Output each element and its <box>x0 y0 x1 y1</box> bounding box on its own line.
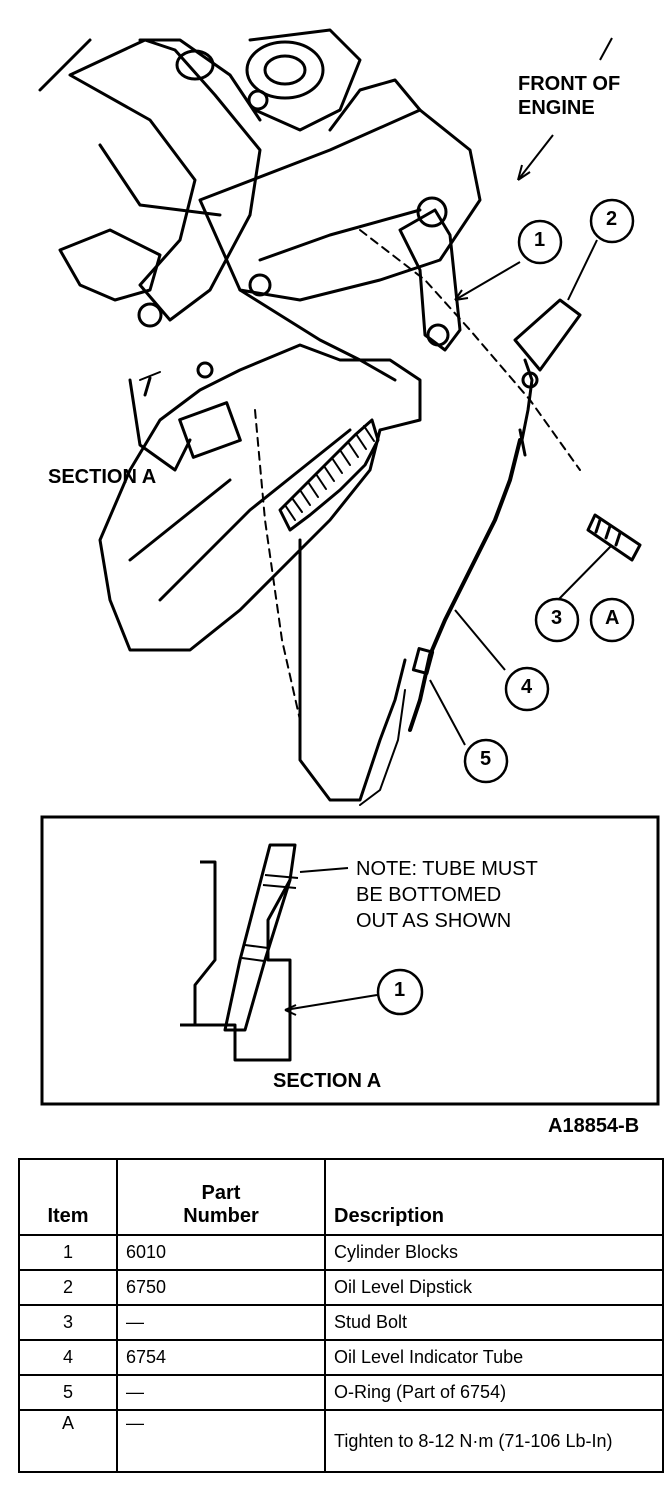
table-row: 1 6010 Cylinder Blocks <box>18 1234 664 1271</box>
inset-callout-1-circle <box>376 968 424 1016</box>
table-row: A — Tighten to 8-12 N·m (71-106 Lb-In) <box>18 1409 664 1473</box>
callout-A: A <box>605 607 620 629</box>
row-description: Oil Level Indicator Tube <box>324 1339 664 1376</box>
row-description: Cylinder Blocks <box>324 1234 664 1271</box>
inset-tube <box>223 843 297 1032</box>
row-description: O-Ring (Part of 6754) <box>324 1374 664 1411</box>
row-description: Tighten to 8-12 N·m (71-106 Lb-In) <box>324 1409 664 1473</box>
row-item: 5 <box>18 1374 118 1411</box>
front-arrow <box>517 134 554 181</box>
section-a-inset-frame <box>40 815 660 1106</box>
row-part-number: — <box>116 1409 326 1473</box>
intake-runner-2 <box>138 38 262 122</box>
tube-bracket <box>398 208 462 352</box>
callout-3: 3 <box>551 607 563 629</box>
callout-A-circle <box>589 597 635 643</box>
header-part-number-line1: Part <box>201 1182 241 1204</box>
header-description: Description <box>324 1158 664 1236</box>
callout-2: 2 <box>606 208 618 230</box>
row-part-number: — <box>116 1374 326 1411</box>
row-item: 2 <box>18 1269 118 1306</box>
inset-note: NOTE: TUBE MUST BE BOTTOMED OUT AS SHOWN <box>356 856 538 934</box>
indicator-tube <box>408 438 522 732</box>
front-of-engine-label: FRONT OF ENGINE <box>518 72 620 120</box>
callout-4-circle <box>504 666 550 712</box>
inset-note-line2: BE BOTTOMED <box>356 884 502 906</box>
o-ring <box>411 647 435 675</box>
leader-2 <box>567 239 598 301</box>
header-part-number-line2: Number <box>183 1205 259 1227</box>
row-description: Stud Bolt <box>324 1304 664 1341</box>
callout-2-circle <box>589 198 635 244</box>
front-label-line1: FRONT OF <box>518 73 621 95</box>
inset-leader-1 <box>284 994 378 1011</box>
intake-runner-1 <box>68 38 262 322</box>
dipstick-handle <box>513 298 582 372</box>
header-item: Item <box>18 1158 118 1236</box>
header-part-number: Part Number <box>116 1158 326 1236</box>
cap <box>245 40 325 100</box>
leader-3 <box>557 544 613 601</box>
figure-id: A18854-B <box>548 1115 640 1137</box>
section-a-marker <box>128 378 192 472</box>
callout-5-circle <box>463 738 509 784</box>
parts-table: Item Part Number Description 1 6010 Cyli… <box>18 1158 664 1473</box>
callout-1: 1 <box>534 229 546 251</box>
table-row: 3 — Stud Bolt <box>18 1304 664 1341</box>
callout-3-circle <box>534 597 580 643</box>
stud-bolt <box>586 513 642 562</box>
leader-1 <box>454 261 521 301</box>
callout-1-circle <box>517 219 563 265</box>
row-part-number: 6750 <box>116 1269 326 1306</box>
ring-gear <box>278 418 380 532</box>
front-label-line2: ENGINE <box>518 97 595 119</box>
callout-4: 4 <box>521 676 533 698</box>
row-part-number: — <box>116 1304 326 1341</box>
row-part-number: 6010 <box>116 1234 326 1271</box>
row-item: 4 <box>18 1339 118 1376</box>
inset-note-line3: OUT AS SHOWN <box>356 910 512 932</box>
row-item: 1 <box>18 1234 118 1271</box>
leader-4 <box>454 609 506 671</box>
row-item: 3 <box>18 1304 118 1341</box>
row-item: A <box>18 1409 118 1473</box>
filler-neck <box>175 49 215 81</box>
oil-pan <box>298 538 407 802</box>
table-header-row: Item Part Number Description <box>18 1158 664 1236</box>
engine-dipstick-diagram <box>38 28 660 1106</box>
inset-note-line1: NOTE: TUBE MUST <box>356 858 538 880</box>
cylinder-block <box>98 343 422 652</box>
callout-5: 5 <box>480 748 492 770</box>
table-row: 4 6754 Oil Level Indicator Tube <box>18 1339 664 1376</box>
leader-5 <box>429 679 466 746</box>
table-row: 5 — O-Ring (Part of 6754) <box>18 1374 664 1411</box>
row-description: Oil Level Dipstick <box>324 1269 664 1306</box>
table-row: 2 6750 Oil Level Dipstick <box>18 1269 664 1306</box>
inset-title: SECTION A <box>273 1070 382 1092</box>
inset-callout-1: 1 <box>394 979 406 1001</box>
valve-cover <box>198 108 482 302</box>
row-part-number: 6754 <box>116 1339 326 1376</box>
intake-runner-3 <box>58 228 162 302</box>
section-a-label: SECTION A <box>48 466 157 488</box>
